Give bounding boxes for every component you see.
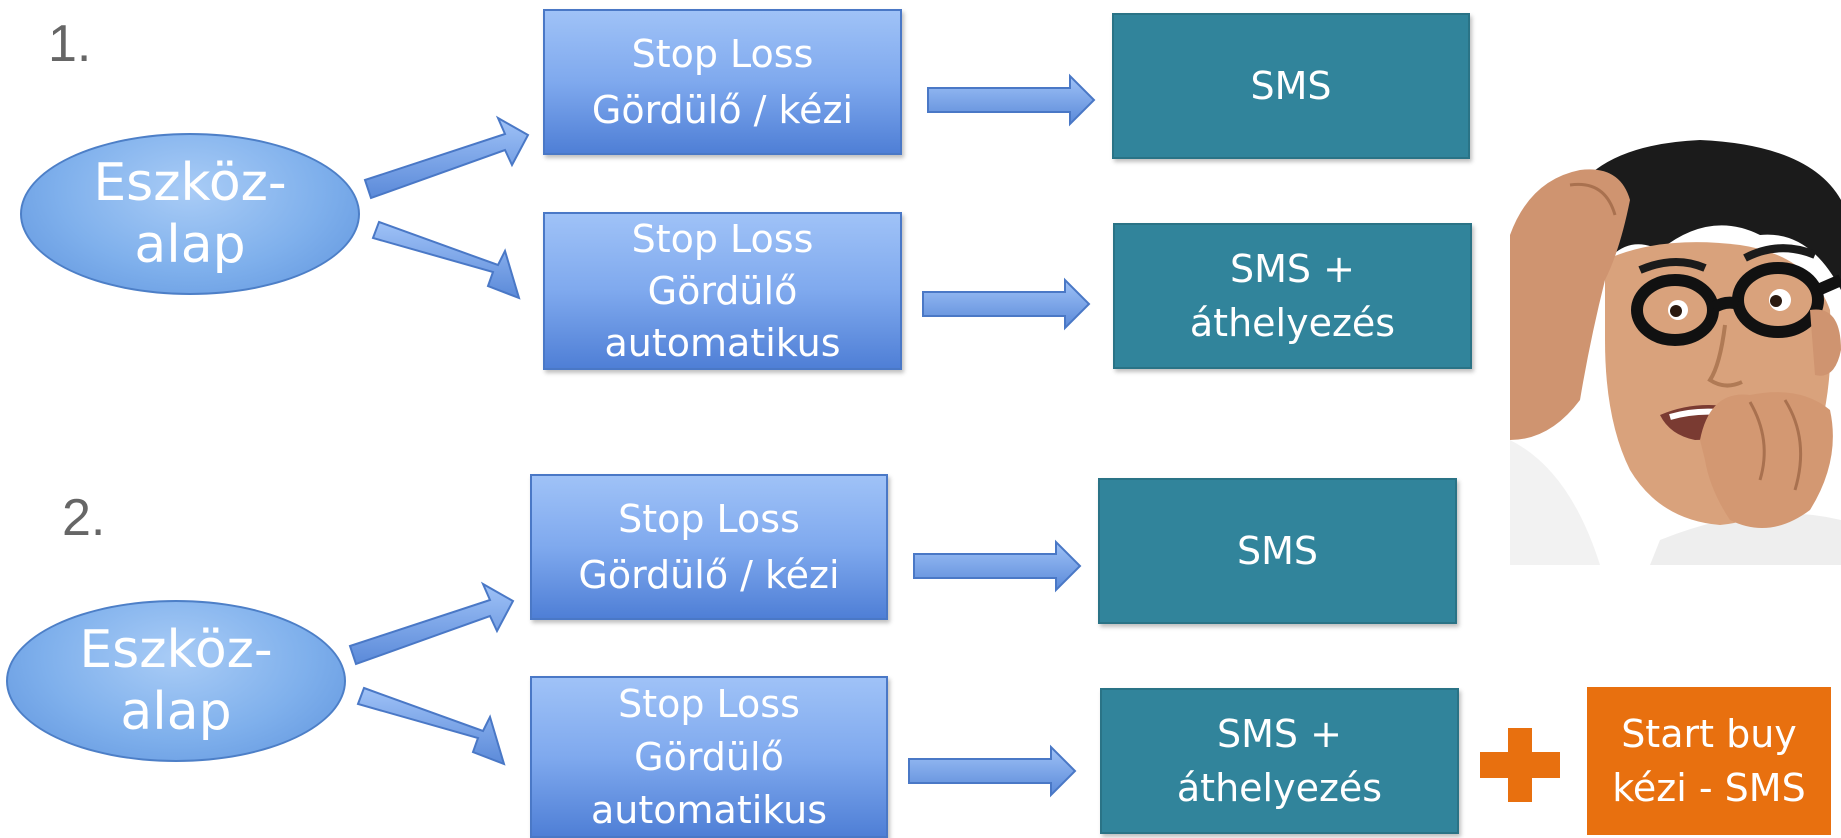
strategy-line-1: Stop Loss	[618, 681, 800, 726]
arrow-s1-down	[371, 220, 521, 300]
section-1-strategy-auto: Stop Loss Gördülő automatikus	[543, 212, 902, 370]
section-2-strategy-auto: Stop Loss Gördülő automatikus	[530, 676, 888, 838]
arrow-s1-row2	[922, 277, 1091, 331]
source-line-1: Eszköz-	[93, 153, 287, 213]
strategy-line-2: Gördülő	[647, 269, 798, 313]
result-line-1: SMS +	[1217, 712, 1342, 756]
result-line-2: áthelyezés	[1189, 301, 1396, 345]
source-line-1: Eszköz-	[79, 620, 273, 680]
strategy-line-1: Stop Loss	[631, 217, 814, 261]
strategy-line-1: Stop Loss	[631, 32, 814, 76]
arrow-s1-up	[363, 115, 530, 200]
arrow-s2-row1	[913, 539, 1082, 593]
section-2-result-sms: SMS	[1098, 478, 1457, 624]
section-2-strategy-manual: Stop Loss Gördülő / kézi	[530, 474, 888, 620]
start-buy-line-1: Start buy	[1621, 712, 1797, 756]
section-1-strategy-manual: Stop Loss Gördülő / kézi	[543, 9, 902, 155]
plus-icon	[1480, 728, 1560, 802]
result-line-1: SMS	[1250, 64, 1332, 108]
section-1-number: 1.	[48, 15, 92, 73]
arrow-s2-down	[356, 686, 506, 766]
result-line-1: SMS	[1236, 529, 1319, 573]
section-2-result-sms-move: SMS + áthelyezés	[1100, 688, 1459, 834]
result-line-1: SMS +	[1230, 247, 1355, 291]
strategy-line-3: automatikus	[591, 787, 827, 832]
arrow-s1-row1	[927, 73, 1096, 127]
strategy-line-1: Stop Loss	[618, 497, 800, 541]
arrow-s2-row2	[908, 744, 1077, 798]
strategy-line-2: Gördülő / kézi	[578, 553, 840, 597]
section-2-source-ellipse: Eszköz- alap	[6, 600, 346, 762]
section-1-source-ellipse: Eszköz- alap	[20, 133, 360, 295]
section-1-result-sms-move: SMS + áthelyezés	[1113, 223, 1472, 369]
arrow-s2-up	[348, 581, 515, 666]
strategy-line-2: Gördülő	[634, 734, 784, 779]
section-1-result-sms: SMS	[1112, 13, 1470, 159]
result-line-2: áthelyezés	[1176, 766, 1383, 810]
start-buy-box: Start buy kézi - SMS	[1587, 687, 1831, 835]
source-line-2: alap	[120, 682, 232, 742]
worried-man-photo	[1510, 140, 1841, 565]
start-buy-line-2: kézi - SMS	[1612, 766, 1806, 810]
source-line-2: alap	[134, 215, 246, 275]
strategy-line-3: automatikus	[604, 321, 841, 365]
strategy-line-2: Gördülő / kézi	[591, 88, 854, 132]
section-2-number: 2.	[62, 489, 106, 547]
